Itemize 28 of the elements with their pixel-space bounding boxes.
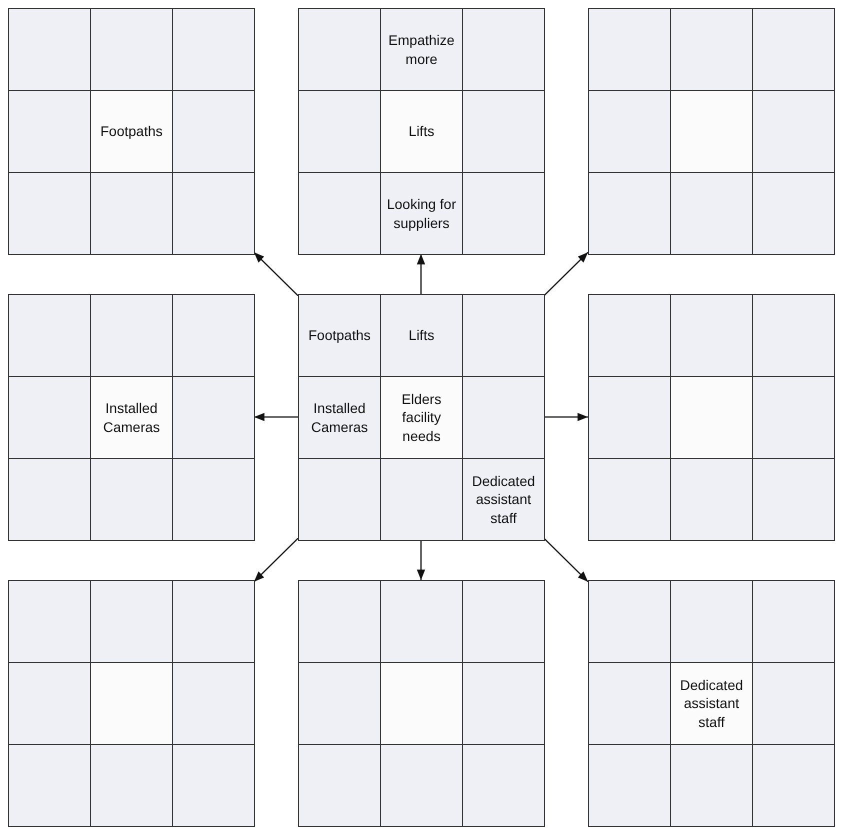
idea-cell: Empathize more [380, 8, 463, 91]
lotus-grid [588, 8, 834, 254]
lotus-grid [298, 580, 544, 826]
lotus-grid [298, 8, 544, 254]
lotus-grid [298, 294, 544, 540]
idea-cell: Dedicated assistant staff [462, 458, 545, 541]
lotus-grid [8, 580, 254, 826]
arrow [254, 538, 298, 582]
idea-cell: Lifts [380, 90, 463, 173]
idea-cell: Installed Cameras [298, 376, 381, 459]
arrow [254, 252, 298, 296]
idea-cell: Elders facility needs [380, 376, 463, 459]
lotus-grid [8, 8, 254, 254]
lotus-grid [8, 294, 254, 540]
arrow [416, 540, 426, 580]
idea-cell: Installed Cameras [90, 376, 173, 459]
arrow [544, 252, 588, 296]
idea-cell: Footpaths [90, 90, 173, 173]
arrow [254, 412, 298, 422]
idea-cell: Lifts [380, 294, 463, 377]
idea-cell: Footpaths [298, 294, 381, 377]
idea-cell: Looking for suppliers [380, 172, 463, 255]
idea-cell: Dedicated assistant staff [670, 662, 753, 745]
lotus-grid [588, 580, 834, 826]
arrow [544, 538, 588, 582]
lotus-grid [588, 294, 834, 540]
arrow [416, 254, 426, 294]
arrow [544, 412, 588, 422]
